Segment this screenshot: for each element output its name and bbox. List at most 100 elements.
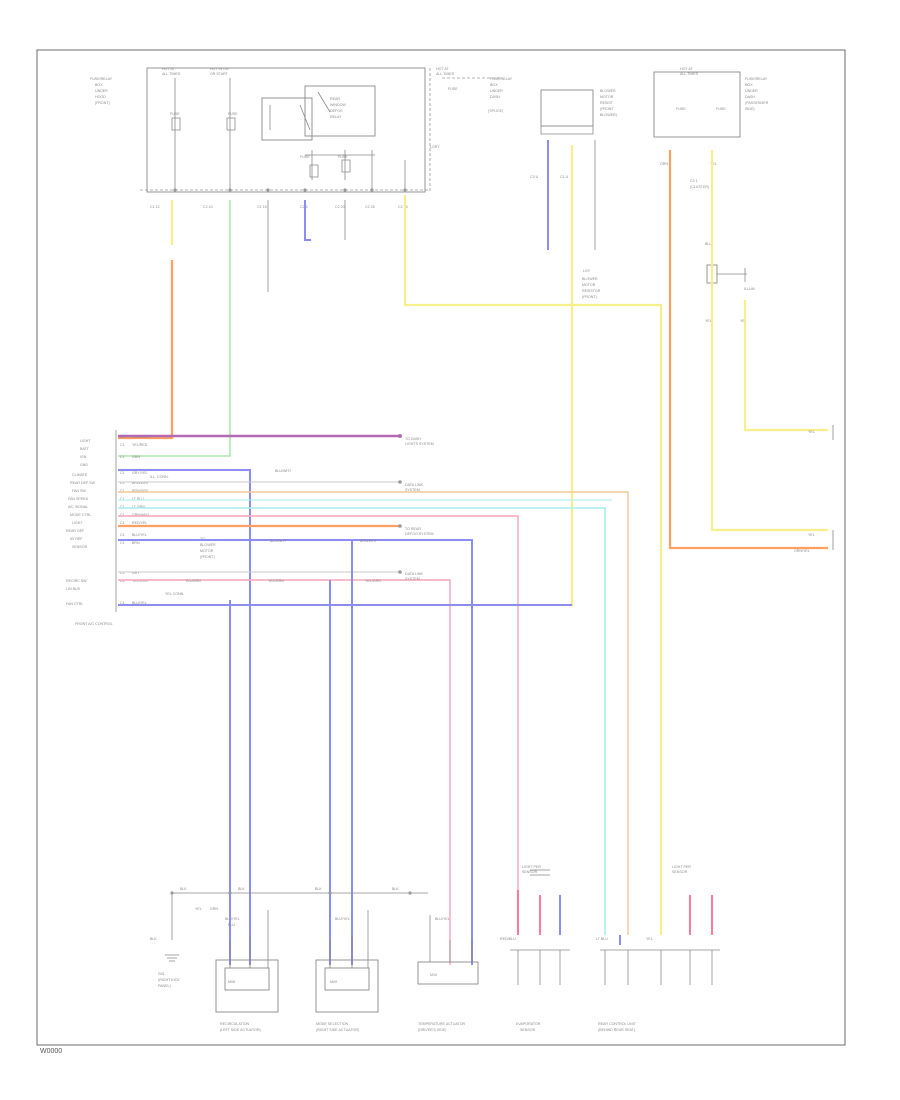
svg-text:SYSTEM: SYSTEM — [405, 577, 420, 581]
svg-text:BLOWER: BLOWER — [600, 89, 616, 93]
svg-text:(CLUSTER): (CLUSTER) — [690, 185, 709, 189]
svg-text:ILL. CONN.: ILL. CONN. — [150, 475, 169, 479]
svg-text:C2 36: C2 36 — [398, 205, 408, 209]
svg-text:BLU: BLU — [705, 242, 712, 246]
svg-text:EVAPORATOR: EVAPORATOR — [516, 1022, 541, 1026]
svg-text:LT GRN: LT GRN — [132, 505, 145, 509]
svg-text:C1 U: C1 U — [560, 175, 569, 179]
svg-text:C1: C1 — [120, 579, 125, 583]
svg-text:PANEL): PANEL) — [158, 984, 171, 988]
svg-text:C1: C1 — [120, 489, 125, 493]
svg-text:LIGHT PER: LIGHT PER — [522, 865, 541, 869]
svg-text:5V REF: 5V REF — [70, 537, 83, 541]
svg-text:REAR: REAR — [330, 97, 340, 101]
svg-text:C1: C1 — [120, 513, 125, 517]
svg-text:BLU/YEL: BLU/YEL — [132, 533, 147, 537]
svg-text:BLK: BLK — [315, 887, 322, 891]
svg-text:BOX: BOX — [490, 83, 498, 87]
svg-text:BLK: BLK — [392, 887, 399, 891]
svg-text:ALL TIMES: ALL TIMES — [680, 72, 699, 76]
svg-text:DATA LINK: DATA LINK — [405, 572, 423, 576]
svg-text:(BEHIND REAR SEAT): (BEHIND REAR SEAT) — [598, 1028, 635, 1032]
svg-text:ALL TIMES: ALL TIMES — [162, 72, 181, 76]
svg-text:YEL: YEL — [646, 937, 653, 941]
svg-text:BLU/YEL: BLU/YEL — [225, 917, 240, 921]
svg-text:C1 15: C1 15 — [257, 205, 267, 209]
svg-text:LIGHT: LIGHT — [72, 521, 83, 525]
svg-text:(FRONT: (FRONT — [600, 107, 614, 111]
svg-text:FUSE: FUSE — [716, 107, 726, 111]
svg-text:BLK: BLK — [180, 887, 187, 891]
svg-text:SENSOR: SENSOR — [672, 870, 688, 874]
svg-text:BLOWER: BLOWER — [582, 277, 598, 281]
svg-text:SENSOR: SENSOR — [522, 870, 538, 874]
svg-text:(FRONT): (FRONT) — [582, 295, 597, 299]
svg-text:RECIRCULATION: RECIRCULATION — [220, 1022, 249, 1026]
svg-text:REAR DEF SW: REAR DEF SW — [70, 481, 96, 485]
diagram-frame — [36, 49, 846, 1046]
svg-text:FAN CTRL: FAN CTRL — [66, 602, 83, 606]
svg-text:(FRONT): (FRONT) — [95, 101, 110, 105]
svg-text:M10: M10 — [430, 973, 437, 977]
svg-text:GRY: GRY — [132, 571, 140, 575]
svg-text:UNDER: UNDER — [95, 89, 108, 93]
svg-text:RED/YEL: RED/YEL — [132, 521, 147, 525]
svg-text:FUSE: FUSE — [300, 155, 310, 159]
svg-text:(PASSENGER: (PASSENGER — [745, 101, 769, 105]
svg-text:C1: C1 — [120, 455, 125, 459]
svg-text:REAR CONTROL UNIT: REAR CONTROL UNIT — [598, 1022, 637, 1026]
svg-text:IGN: IGN — [80, 455, 87, 459]
svg-text:MODE CTRL: MODE CTRL — [70, 513, 91, 517]
svg-text:C2 4: C2 4 — [300, 205, 308, 209]
svg-text:GND: GND — [80, 463, 88, 467]
svg-text:C2 10: C2 10 — [203, 205, 213, 209]
svg-text:FUSE: FUSE — [448, 87, 458, 91]
svg-text:OR START: OR START — [210, 72, 229, 76]
svg-text:YEL: YEL — [740, 319, 747, 323]
svg-text:C1: C1 — [120, 505, 125, 509]
svg-text:LIGHT: LIGHT — [80, 439, 91, 443]
svg-text:ALL TIMES: ALL TIMES — [436, 72, 455, 76]
svg-text:SENSOR: SENSOR — [520, 1028, 536, 1032]
svg-text:BLU/WHT: BLU/WHT — [275, 469, 292, 473]
svg-text:SIDE): SIDE) — [745, 107, 755, 111]
svg-text:BLOWER): BLOWER) — [600, 113, 617, 117]
svg-text:BLU/YEL: BLU/YEL — [335, 917, 350, 921]
svg-text:REAR DEF: REAR DEF — [66, 529, 85, 533]
svg-text:UNDER: UNDER — [490, 89, 503, 93]
svg-text:GRY/YEL: GRY/YEL — [132, 471, 148, 475]
svg-text:GRN: GRN — [132, 455, 140, 459]
svg-text:GRN/WHT: GRN/WHT — [132, 513, 150, 517]
svg-text:YEL: YEL — [705, 319, 712, 323]
svg-text:HOT IN ON: HOT IN ON — [210, 67, 229, 71]
svg-text:C2 20: C2 20 — [335, 205, 345, 209]
svg-text:RECIRC SW: RECIRC SW — [66, 579, 87, 583]
svg-text:YEL: YEL — [808, 430, 815, 434]
svg-text:C1: C1 — [120, 571, 125, 575]
svg-text:GRN: GRN — [210, 907, 218, 911]
svg-text:YEL CONN.: YEL CONN. — [165, 592, 184, 596]
svg-text:LGRY: LGRY — [430, 145, 440, 149]
svg-text:LGY: LGY — [583, 269, 591, 273]
svg-text:FUSE/RELAY: FUSE/RELAY — [490, 77, 513, 81]
svg-text:FUSE/RELAY: FUSE/RELAY — [745, 77, 768, 81]
svg-text:C1: C1 — [120, 541, 125, 545]
svg-text:YEL: YEL — [195, 907, 202, 911]
svg-text:(RIGHT SIDE ACTUATOR): (RIGHT SIDE ACTUATOR) — [316, 1028, 359, 1032]
svg-text:MODE SELECTION: MODE SELECTION — [316, 1022, 349, 1026]
svg-text:BRN: BRN — [132, 541, 140, 545]
svg-text:DEFOG: DEFOG — [330, 109, 343, 113]
svg-text:BLU: BLU — [228, 923, 235, 927]
svg-text:DEFOG SYSTEM: DEFOG SYSTEM — [405, 532, 434, 536]
svg-text:RELAY: RELAY — [330, 115, 342, 119]
svg-text:HOOD: HOOD — [95, 95, 106, 99]
svg-text:C1 12: C1 12 — [150, 205, 160, 209]
svg-text:(DRIVER'S SIDE): (DRIVER'S SIDE) — [418, 1028, 446, 1032]
svg-text:C1: C1 — [120, 471, 125, 475]
svg-text:YEL/GRN: YEL/GRN — [365, 579, 381, 583]
